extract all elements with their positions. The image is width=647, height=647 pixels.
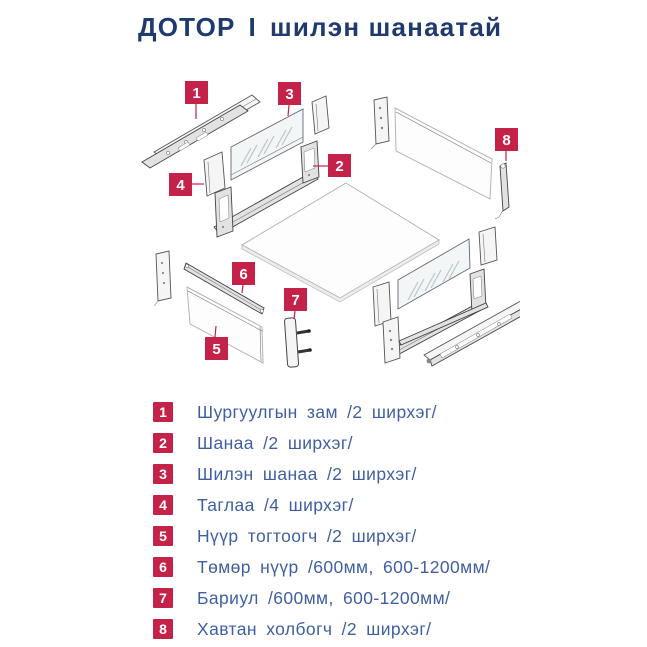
part-side-profile-right (382, 268, 489, 364)
part-bracket-front-left (153, 250, 172, 307)
part-metal-front (186, 286, 264, 364)
legend-number-badge: 6 (153, 557, 173, 577)
part-cap-bottom-2 (478, 226, 498, 266)
callout-6: 6 (232, 262, 255, 285)
legend-row: 5 Нүүр тогтоогч /2 ширхэг/ (153, 526, 490, 546)
title-main: ДОТОР (138, 12, 236, 42)
callout-8: 8 (495, 128, 518, 151)
svg-text:7: 7 (291, 292, 299, 309)
part-glass-side-left (230, 108, 304, 181)
svg-text:5: 5 (212, 341, 220, 358)
part-cap-bottom-1 (372, 281, 392, 327)
part-handle (284, 317, 312, 368)
part-panel-connector (494, 162, 510, 220)
legend-number-badge: 3 (153, 464, 173, 484)
part-cap-top (311, 95, 330, 135)
legend-row: 3 Шилэн шанаа /2 ширхэг/ (153, 464, 490, 484)
legend-label: Хавтан холбогч /2 ширхэг/ (197, 618, 432, 639)
callout-leader (214, 325, 217, 338)
legend-label: Шанаа /2 ширхэг/ (197, 432, 353, 453)
legend-row: 6 Төмөр нүүр /600мм, 600-1200мм/ (153, 557, 490, 577)
callout-3: 3 (278, 82, 301, 105)
legend-row: 1 Шургуулгын зам /2 ширхэг/ (153, 402, 490, 422)
svg-text:4: 4 (176, 177, 185, 194)
part-front-rail (183, 262, 265, 315)
legend-row: 2 Шанаа /2 ширхэг/ (153, 433, 490, 453)
legend-label: Төмөр нүүр /600мм, 600-1200мм/ (197, 556, 491, 577)
svg-text:3: 3 (285, 86, 293, 103)
callout-leader (293, 310, 296, 320)
legend-row: 8 Хавтан холбогч /2 ширхэг/ (153, 619, 490, 639)
callout-1: 1 (185, 81, 208, 104)
callout-4: 4 (169, 173, 192, 196)
part-side-profile-left (213, 140, 320, 238)
svg-text:8: 8 (502, 132, 510, 149)
exploded-parts-svg: 1 3 8 2 4 6 7 (141, 81, 520, 368)
part-cap-4 (203, 151, 226, 197)
parts-legend: 1 Шургуулгын зам /2 ширхэг/ 2 Шанаа /2 ш… (153, 402, 490, 647)
legend-number-badge: 7 (153, 588, 173, 608)
callout-7: 7 (284, 288, 307, 311)
part-bracket-back-right (370, 96, 390, 150)
legend-label: Бариул /600мм, 600-1200мм/ (197, 587, 451, 608)
svg-text:6: 6 (239, 266, 247, 283)
legend-row: 4 Таглаа /4 ширхэг/ (153, 495, 490, 515)
part-back-panel (394, 107, 493, 200)
callout-5: 5 (205, 337, 228, 360)
legend-label: Таглаа /4 ширхэг/ (197, 494, 354, 515)
legend-row: 7 Бариул /600мм, 600-1200мм/ (153, 588, 490, 608)
exploded-diagram: 1 3 8 2 4 6 7 (140, 60, 520, 390)
legend-number-badge: 2 (153, 433, 173, 453)
legend-number-badge: 5 (153, 526, 173, 546)
legend-label: Шилэн шанаа /2 ширхэг/ (197, 463, 417, 484)
legend-label: Шургуулгын зам /2 ширхэг/ (197, 401, 437, 422)
title-separator: I (248, 12, 257, 42)
legend-label: Нүүр тогтоогч /2 ширхэг/ (197, 525, 417, 546)
svg-text:2: 2 (335, 158, 343, 175)
legend-number-badge: 4 (153, 495, 173, 515)
title-subtitle: шилэн шанаатай (269, 12, 503, 42)
part-slide-rail-right (423, 300, 520, 367)
svg-text:1: 1 (192, 85, 200, 102)
callout-leader (287, 104, 290, 117)
callout-leader (241, 284, 244, 294)
part-bottom-panel (240, 182, 440, 303)
part-glass-side-right (397, 238, 471, 310)
callout-2: 2 (328, 154, 351, 177)
legend-number-badge: 1 (153, 402, 173, 422)
legend-number-badge: 8 (153, 619, 173, 639)
part-slide-rail-left (141, 94, 261, 169)
